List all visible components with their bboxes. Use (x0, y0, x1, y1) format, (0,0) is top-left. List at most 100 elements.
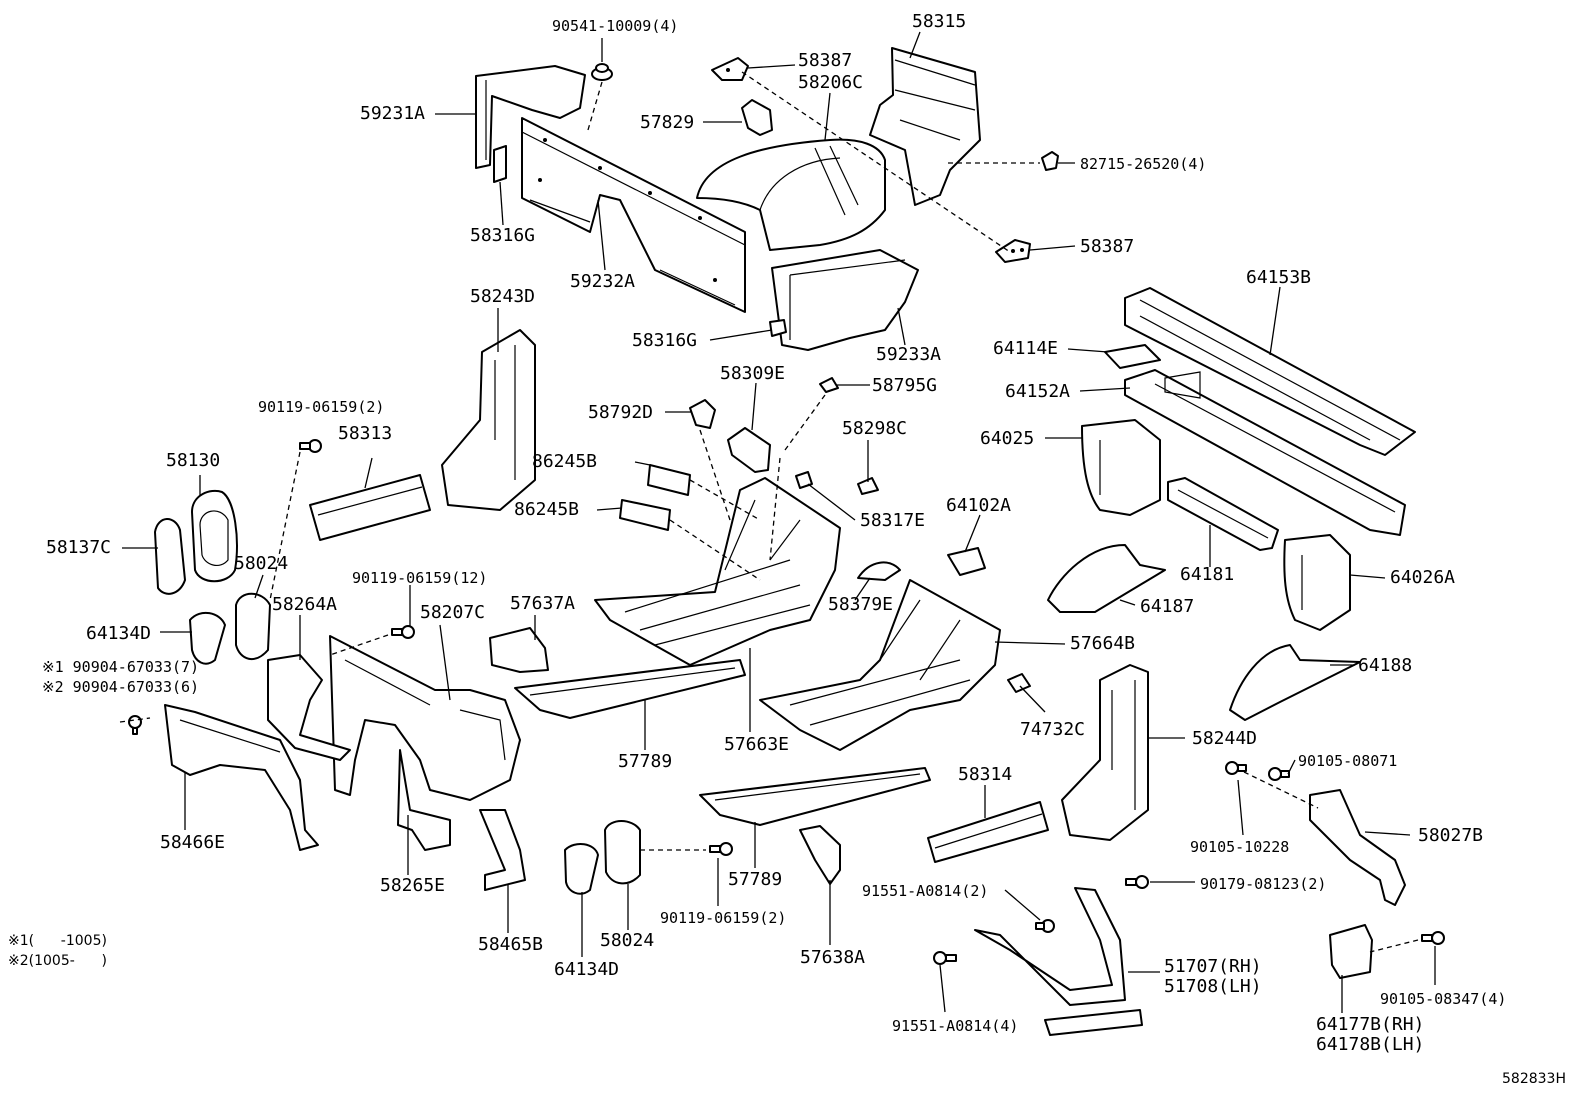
gasket-58024-b (604, 820, 641, 885)
bracket-58265e (397, 749, 451, 851)
clip-58298c (857, 477, 879, 495)
bracket-57638a (799, 825, 841, 885)
label-90105-10228: 90105-10228 (1190, 838, 1290, 856)
label-64026a: 64026A (1390, 567, 1456, 588)
gasket-58024-a (235, 592, 271, 660)
label-64114e: 64114E (993, 338, 1059, 359)
diagram-code: 582833H (1502, 1071, 1566, 1087)
label-58265e: 58265E (380, 875, 446, 896)
bracket-58387-mid (995, 239, 1031, 263)
wheel-housing-58206c (696, 138, 886, 251)
reinforcement-58264a (267, 654, 351, 761)
bolt-91551-a0814-4 (933, 951, 957, 965)
label-64134d-a: 64134D (86, 623, 152, 644)
label-90904-67033-7: ※1 90904-67033(7) (42, 658, 200, 676)
label-58313: 58313 (338, 423, 393, 444)
grommet-90541 (591, 63, 613, 81)
label-58795g: 58795G (872, 375, 938, 396)
bracket-58379e (857, 561, 901, 581)
floor-pan-57664b (759, 579, 1001, 751)
clip-58795g (819, 377, 839, 393)
label-59232a: 59232A (570, 271, 636, 292)
bolt-90105-08347 (1421, 931, 1445, 945)
label-57789-b: 57789 (728, 869, 783, 890)
clip-82715 (1041, 151, 1059, 171)
label-91551-a0814-4: 91551-A0814(4) (892, 1017, 1019, 1035)
label-58024-a: 58024 (234, 553, 289, 574)
label-58244d: 58244D (1192, 728, 1258, 749)
bolt-90105-08071 (1268, 767, 1290, 781)
label-90904-67033-6: ※2 90904-67033(6) (42, 678, 200, 696)
label-58387-mid: 58387 (1080, 236, 1135, 257)
panel-58313 (309, 474, 431, 541)
label-90105-08347: 90105-08347(4) (1380, 990, 1507, 1008)
rail-57789-lower (699, 767, 931, 826)
label-58314: 58314 (958, 764, 1013, 785)
bracket-64188 (1229, 644, 1361, 721)
bracket-58792d (689, 399, 716, 429)
label-90119-06159-12: 90119-06159(12) (352, 569, 488, 587)
crossmember-64152a (1124, 369, 1406, 536)
label-90105-08071: 90105-08071 (1298, 752, 1398, 770)
label-58387-top: 58387 (798, 50, 853, 71)
crossmember-64153b (1124, 287, 1416, 456)
step-bracket-51707 (974, 887, 1143, 1036)
label-58264a: 58264A (272, 594, 338, 615)
side-flap-59231a (475, 65, 586, 169)
bracket-57829 (741, 99, 773, 136)
bracket-58027b (1309, 789, 1406, 906)
label-64025: 64025 (980, 428, 1035, 449)
clip-74732c (1007, 673, 1031, 693)
label-64177b: 64177B(RH) (1316, 1014, 1425, 1035)
label-59231a: 59231A (360, 103, 426, 124)
label-64181: 64181 (1180, 564, 1235, 585)
rail-64181 (1167, 477, 1279, 551)
bumper-86245b-b (619, 499, 671, 531)
bracket-57637a (489, 627, 549, 673)
label-58315: 58315 (912, 11, 967, 32)
label-58379e: 58379E (828, 594, 894, 615)
label-58316g-mid: 58316G (632, 330, 698, 351)
label-64102a: 64102A (946, 495, 1012, 516)
bracket-58316g-top (493, 145, 507, 183)
label-58465b: 58465B (478, 934, 544, 955)
bolt-90119-06159-12 (391, 625, 415, 639)
label-58466e: 58466E (160, 832, 226, 853)
seal-58137c (154, 518, 186, 595)
gasket-64134d-b (564, 843, 599, 895)
clip-90904-67033 (128, 715, 142, 735)
bracket-64114e (1104, 344, 1161, 369)
label-57789-a: 57789 (618, 751, 673, 772)
bracket-58387-top (711, 57, 749, 81)
label-51707: 51707(RH) (1164, 956, 1262, 977)
floor-pan-57663e (594, 477, 841, 666)
pillar-58244d (1061, 664, 1149, 841)
bracket-64026a (1283, 534, 1351, 631)
bolt-90119-06159-2a (299, 439, 322, 453)
label-51708: 51708(LH) (1164, 976, 1262, 997)
label-57638a: 57638A (800, 947, 866, 968)
rail-57789-upper (514, 659, 746, 719)
label-58243d: 58243D (470, 286, 536, 307)
bolt-90119-06159-2b (709, 842, 733, 856)
label-91551-a0814-2: 91551-A0814(2) (862, 882, 989, 900)
bracket-58316g-mid (769, 319, 787, 337)
panel-58314 (927, 801, 1049, 863)
panel-58466e (164, 704, 319, 851)
label-90541-10009: 90541-10009(4) (552, 17, 679, 35)
label-90119-06159-2b: 90119-06159(2) (660, 909, 787, 927)
bracket-58465b (479, 809, 526, 891)
bumper-86245b-a (647, 464, 691, 496)
bolt-90105-10228 (1225, 761, 1247, 775)
label-74732c: 74732C (1020, 719, 1086, 740)
wheel-house-58207c (329, 635, 521, 801)
label-57829: 57829 (640, 112, 695, 133)
label-58137c: 58137C (46, 537, 112, 558)
bracket-64102a (947, 547, 986, 576)
label-58206c: 58206C (798, 72, 864, 93)
footnote-1: ※1( -1005) (8, 933, 107, 949)
label-90179-08123: 90179-08123(2) (1200, 875, 1327, 893)
label-86245b-a: 86245B (532, 451, 598, 472)
bracket-58309e (727, 427, 771, 473)
label-64153b: 64153B (1246, 267, 1312, 288)
